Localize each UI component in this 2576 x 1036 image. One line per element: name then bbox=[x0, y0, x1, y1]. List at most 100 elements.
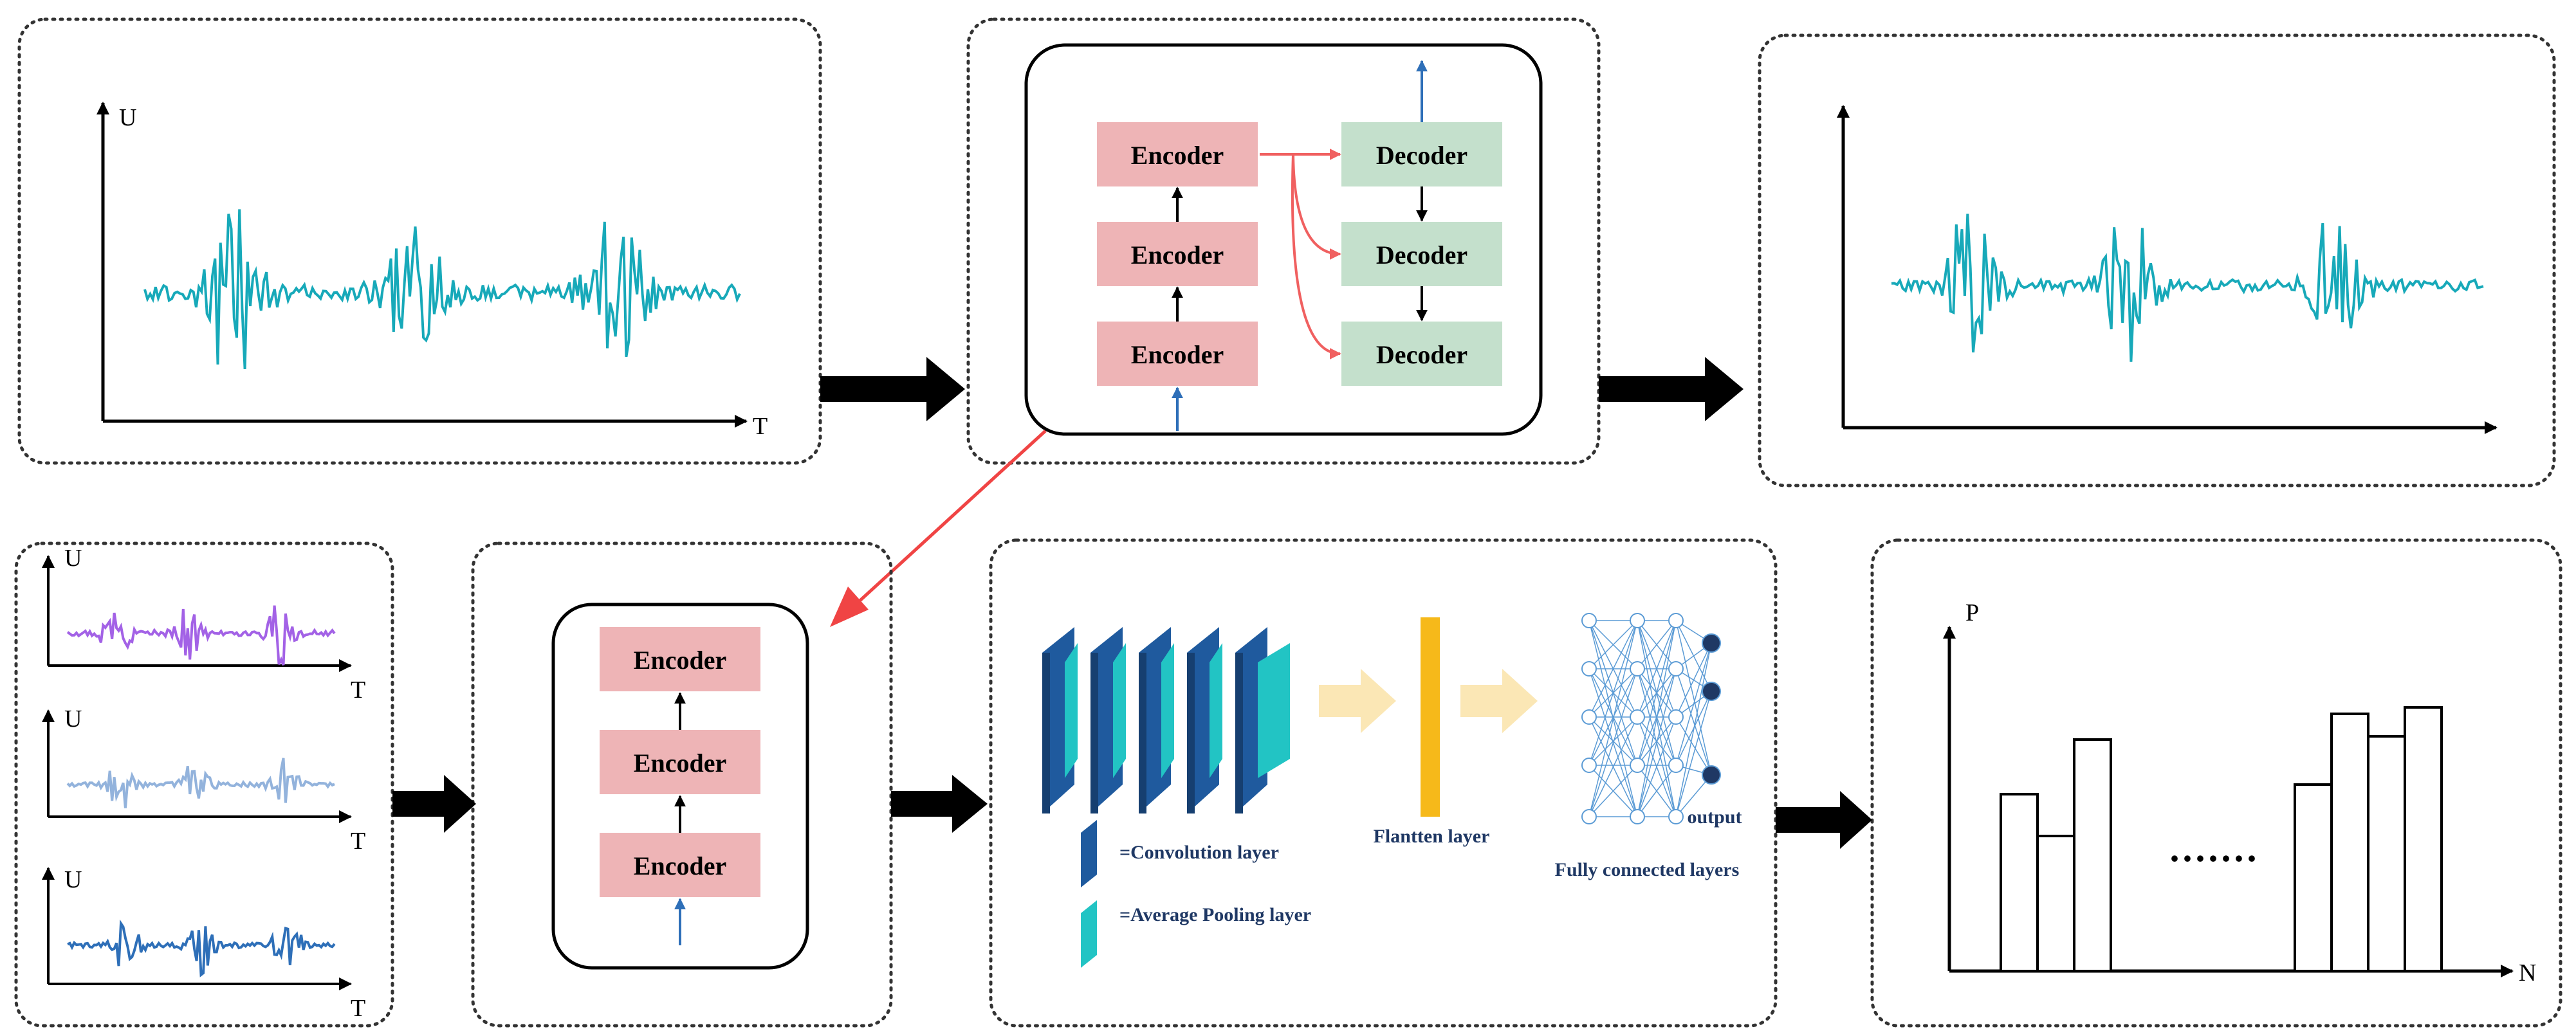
fc-neuron bbox=[1668, 709, 1684, 725]
encoder-label: Encoder bbox=[634, 851, 726, 880]
transfer-encoder-arrowhead bbox=[830, 586, 869, 627]
fc-connection bbox=[1637, 716, 1677, 817]
fc-neuron bbox=[1581, 661, 1597, 677]
encoder-label: Encoder bbox=[634, 749, 726, 777]
pool-legend-label: =Average Pooling layer bbox=[1119, 904, 1311, 925]
decoder-label: Decoder bbox=[1376, 340, 1467, 369]
purple-signal-waveform bbox=[66, 605, 336, 666]
output-neuron bbox=[1702, 765, 1721, 785]
flow-arrow bbox=[1776, 791, 1872, 849]
fc-connection bbox=[1588, 620, 1638, 669]
fc-neuron bbox=[1630, 809, 1645, 824]
axis-label-t: T bbox=[351, 828, 365, 855]
flow-arrow bbox=[392, 775, 476, 833]
fc-neuron bbox=[1581, 709, 1597, 725]
axis-label-u: U bbox=[64, 705, 82, 732]
flow-arrow bbox=[891, 775, 988, 833]
fc-connection bbox=[1588, 668, 1638, 817]
fc-connection bbox=[1588, 620, 1638, 766]
fc-connection bbox=[1675, 642, 1712, 817]
histogram-bar bbox=[2404, 706, 2443, 972]
flatten-layer bbox=[1421, 617, 1440, 817]
decoder-block bbox=[1341, 222, 1502, 286]
fc-connection bbox=[1588, 765, 1638, 817]
encoder-label: Encoder bbox=[634, 646, 726, 675]
fc-neuron bbox=[1630, 613, 1645, 628]
encoder-block bbox=[1097, 322, 1258, 386]
fc-neuron bbox=[1668, 613, 1684, 628]
fc-connection bbox=[1588, 620, 1638, 817]
convolution-layer-edge bbox=[1139, 653, 1146, 813]
pale-flow-arrow bbox=[1319, 669, 1396, 733]
fc-neuron bbox=[1630, 661, 1645, 677]
encoder-label: Encoder bbox=[1131, 141, 1224, 170]
encoder-block bbox=[1097, 222, 1258, 286]
mini-chart-lightblue: U T bbox=[42, 705, 365, 855]
flow-arrow bbox=[820, 357, 965, 421]
fc-connection bbox=[1675, 642, 1712, 766]
pale-flow-arrow bbox=[1460, 669, 1538, 733]
axis-label-t: T bbox=[753, 413, 768, 440]
panel-denoised-signal bbox=[1758, 33, 2556, 487]
output-label: output bbox=[1687, 806, 1742, 828]
encoder-block bbox=[600, 833, 760, 897]
average-pooling-layer bbox=[1161, 643, 1174, 778]
average-pooling-layer bbox=[1258, 643, 1290, 778]
fc-connection bbox=[1637, 620, 1677, 817]
encoder-container bbox=[551, 603, 809, 970]
panel-encoder-stack bbox=[471, 541, 893, 1028]
conv-legend-label: =Convolution layer bbox=[1119, 842, 1279, 863]
axis-label-u: U bbox=[64, 866, 82, 893]
fc-connection bbox=[1675, 620, 1712, 776]
fc-neuron bbox=[1668, 809, 1684, 824]
decoder-block bbox=[1341, 322, 1502, 386]
convolution-layer-edge bbox=[1042, 653, 1050, 813]
fc-neuron bbox=[1581, 809, 1597, 824]
decoder-block bbox=[1341, 122, 1502, 186]
conv-legend-swatch bbox=[1081, 820, 1097, 887]
panel-histogram bbox=[1870, 538, 2562, 1028]
autoencoder-container bbox=[1024, 43, 1543, 436]
output-neuron bbox=[1702, 682, 1721, 701]
fc-neuron bbox=[1581, 613, 1597, 628]
skip-connection-arrow bbox=[1292, 154, 1341, 260]
histogram-bar bbox=[2000, 793, 2039, 972]
fc-neuron bbox=[1668, 661, 1684, 677]
fc-neuron bbox=[1630, 709, 1645, 725]
fc-label: Fully connected layers bbox=[1555, 859, 1740, 880]
axis-label-t: T bbox=[351, 995, 365, 1022]
noisy-signal-waveform bbox=[143, 209, 741, 369]
mini-chart-blue: U T bbox=[42, 866, 365, 1022]
axis-label-p: P bbox=[1965, 599, 1979, 626]
fc-neuron bbox=[1630, 758, 1645, 773]
blue-signal-waveform bbox=[67, 919, 336, 977]
fc-connection bbox=[1675, 642, 1712, 718]
fc-connection bbox=[1588, 716, 1638, 766]
fc-connection bbox=[1637, 765, 1677, 817]
histogram-bar bbox=[2330, 713, 2369, 972]
panel-input-signals bbox=[14, 541, 394, 1028]
fc-connection bbox=[1675, 668, 1712, 776]
panel-autoencoder bbox=[966, 17, 1601, 465]
average-pooling-layer bbox=[1113, 643, 1126, 778]
fc-connection bbox=[1637, 668, 1677, 817]
histogram-bar bbox=[2036, 835, 2075, 972]
fc-connection bbox=[1637, 620, 1677, 718]
fc-connection bbox=[1588, 716, 1638, 817]
transfer-encoder-arrow bbox=[854, 430, 1047, 606]
pool-legend-swatch bbox=[1081, 900, 1097, 968]
flatten-label: Flantten layer bbox=[1374, 826, 1490, 847]
mini-chart-purple: U T bbox=[42, 545, 365, 704]
lightblue-signal-waveform bbox=[66, 758, 335, 808]
fc-neuron bbox=[1581, 758, 1597, 773]
histogram-bar bbox=[2367, 735, 2406, 972]
encoder-block bbox=[1097, 122, 1258, 186]
axis-label-t: T bbox=[351, 677, 365, 704]
flow-arrow bbox=[1599, 357, 1743, 421]
convolution-layer-edge bbox=[1187, 653, 1195, 813]
fully-connected-network bbox=[1581, 613, 1721, 824]
fc-connection bbox=[1637, 620, 1677, 766]
histogram-ellipsis: ······· bbox=[2168, 837, 2258, 880]
encoder-label: Encoder bbox=[1131, 241, 1224, 269]
